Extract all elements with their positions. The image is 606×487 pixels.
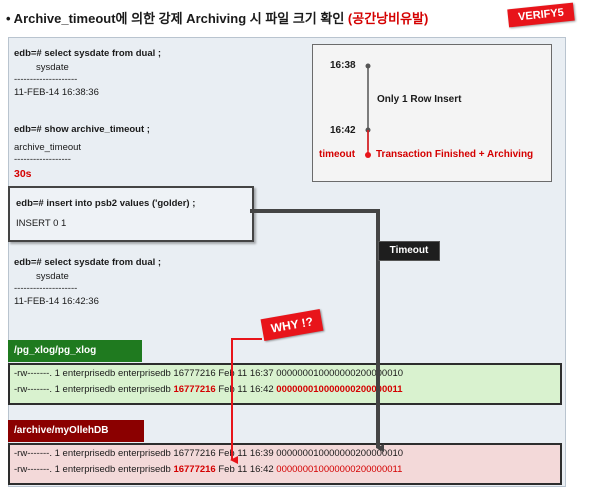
q2-column: archive_timeout <box>14 142 82 153</box>
title-main: • Archive_timeout에 의한 강제 Archiving 시 파일 … <box>6 11 348 26</box>
pg-xlog-row-2-size: 16777216 <box>173 384 216 395</box>
timeout-arrow <box>250 209 384 452</box>
insert-statement-box <box>8 186 254 242</box>
q4-value: 11-FEB-14 16:42:36 <box>14 296 99 307</box>
timeline-dot-timeout <box>365 152 371 158</box>
pg-xlog-row-2: -rw-------. 1 enterprisedb enterprisedb … <box>14 384 403 395</box>
pg-xlog-box <box>8 363 562 405</box>
timeline-box <box>312 44 552 182</box>
pg-xlog-header: /pg_xlog/pg_xlog <box>8 340 142 362</box>
timeline-t3: timeout <box>319 149 356 160</box>
why-connector <box>230 338 262 464</box>
page-title: • Archive_timeout에 의한 강제 Archiving 시 파일 … <box>6 8 428 27</box>
q2-separator: ------------------ <box>14 154 71 165</box>
archive-row-1: -rw-------. 1 enterprisedb enterprisedb … <box>14 448 404 459</box>
archive-row-2-file: 000000010000000200000011 <box>276 464 403 475</box>
timeout-badge: Timeout <box>378 241 440 261</box>
timeline-finish-label: Transaction Finished + Archiving <box>376 149 534 160</box>
title-paren: (공간낭비유발) <box>347 11 429 26</box>
archive-row-2-size: 16777216 <box>173 464 216 475</box>
q1-separator: -------------------- <box>14 74 78 85</box>
q1-command: edb=# select sysdate from dual ; <box>14 48 162 59</box>
timeline-dot-1 <box>365 63 371 69</box>
timeline-t2: 16:42 <box>330 125 356 136</box>
q4-command: edb=# select sysdate from dual ; <box>14 257 162 268</box>
archive-row-2: -rw-------. 1 enterprisedb enterprisedb … <box>14 464 403 475</box>
timeline-t1: 16:38 <box>330 60 356 71</box>
q1-value: 11-FEB-14 16:38:36 <box>14 87 99 98</box>
q3-result: INSERT 0 1 <box>16 218 67 229</box>
pg-xlog-row-1: -rw-------. 1 enterprisedb enterprisedb … <box>14 368 404 379</box>
q1-column: sysdate <box>36 62 69 73</box>
q2-value: 30s <box>14 168 32 180</box>
pg-xlog-row-2-file: 000000010000000200000011 <box>276 384 403 395</box>
q4-separator: -------------------- <box>14 283 78 294</box>
timeline-insert-label: Only 1 Row Insert <box>377 94 462 105</box>
archive-header: /archive/myOllehDB <box>8 420 144 442</box>
q3-command: edb=# insert into psb2 values ('golder) … <box>16 198 196 209</box>
q4-column: sysdate <box>36 271 69 282</box>
q2-command: edb=# show archive_timeout ; <box>14 124 150 135</box>
